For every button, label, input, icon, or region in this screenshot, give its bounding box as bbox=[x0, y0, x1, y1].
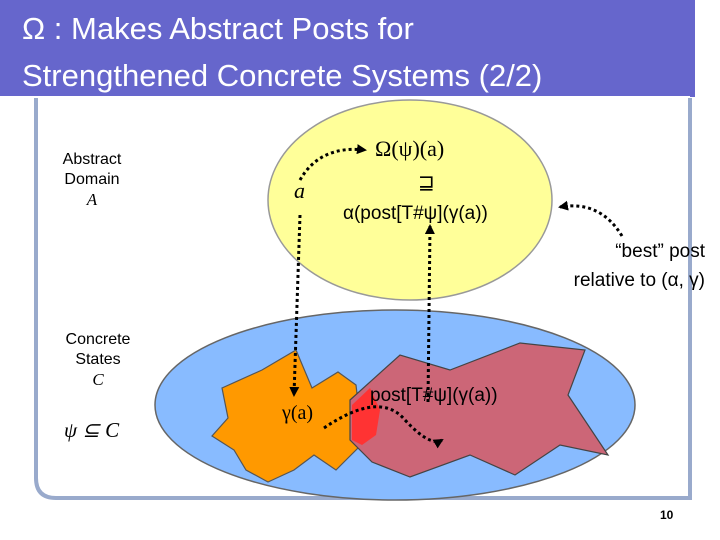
gamma-a-region bbox=[211, 349, 361, 483]
gamma-a-label: γ(a) bbox=[282, 402, 314, 424]
abstract-domain-line2: Domain bbox=[64, 171, 120, 188]
abstract-domain-label: Abstract Domain A bbox=[52, 150, 132, 210]
title-bar bbox=[0, 0, 695, 97]
post-region bbox=[349, 342, 610, 478]
page-number: 10 bbox=[660, 508, 674, 522]
slide-title-line1: Ω : Makes Abstract Posts for bbox=[22, 11, 414, 46]
abstract-element-a: a bbox=[294, 178, 305, 203]
best-post-arrow bbox=[558, 200, 624, 237]
omega-arrow bbox=[298, 144, 367, 181]
abstract-domain-ellipse bbox=[267, 99, 553, 301]
abstract-domain-line1: Abstract bbox=[62, 151, 122, 168]
post-gamma-label: post[T#ψ](γ(a)) bbox=[370, 385, 498, 406]
concrete-states-line2: States bbox=[75, 351, 121, 368]
title-underline bbox=[0, 96, 690, 99]
best-post-line1: “best” post bbox=[615, 241, 705, 262]
alpha-arrow bbox=[424, 224, 435, 403]
overlap-region bbox=[352, 388, 380, 445]
alpha-post-label: α(post[T#ψ](γ(a)) bbox=[343, 203, 488, 224]
sqsupseteq-symbol: ⊒ bbox=[418, 170, 435, 194]
slide-frame bbox=[34, 98, 692, 500]
post-arrow bbox=[323, 405, 444, 449]
abstract-domain-symbol: A bbox=[86, 190, 98, 209]
slide-title-line2: Strengthened Concrete Systems (2/2) bbox=[22, 58, 543, 93]
gamma-arrow bbox=[289, 214, 302, 397]
concrete-states-line1: Concrete bbox=[65, 331, 131, 348]
psi-subset-c: ψ ⊆ C bbox=[64, 418, 120, 442]
concrete-states-label: Concrete States C bbox=[58, 330, 138, 390]
best-post-line2: relative to (α, γ) bbox=[573, 270, 705, 291]
concrete-states-symbol: C bbox=[92, 370, 104, 389]
omega-psi-a-label: Ω(ψ)(a) bbox=[375, 136, 445, 161]
best-post-note: “best” post relative to (α, γ) bbox=[545, 237, 705, 295]
